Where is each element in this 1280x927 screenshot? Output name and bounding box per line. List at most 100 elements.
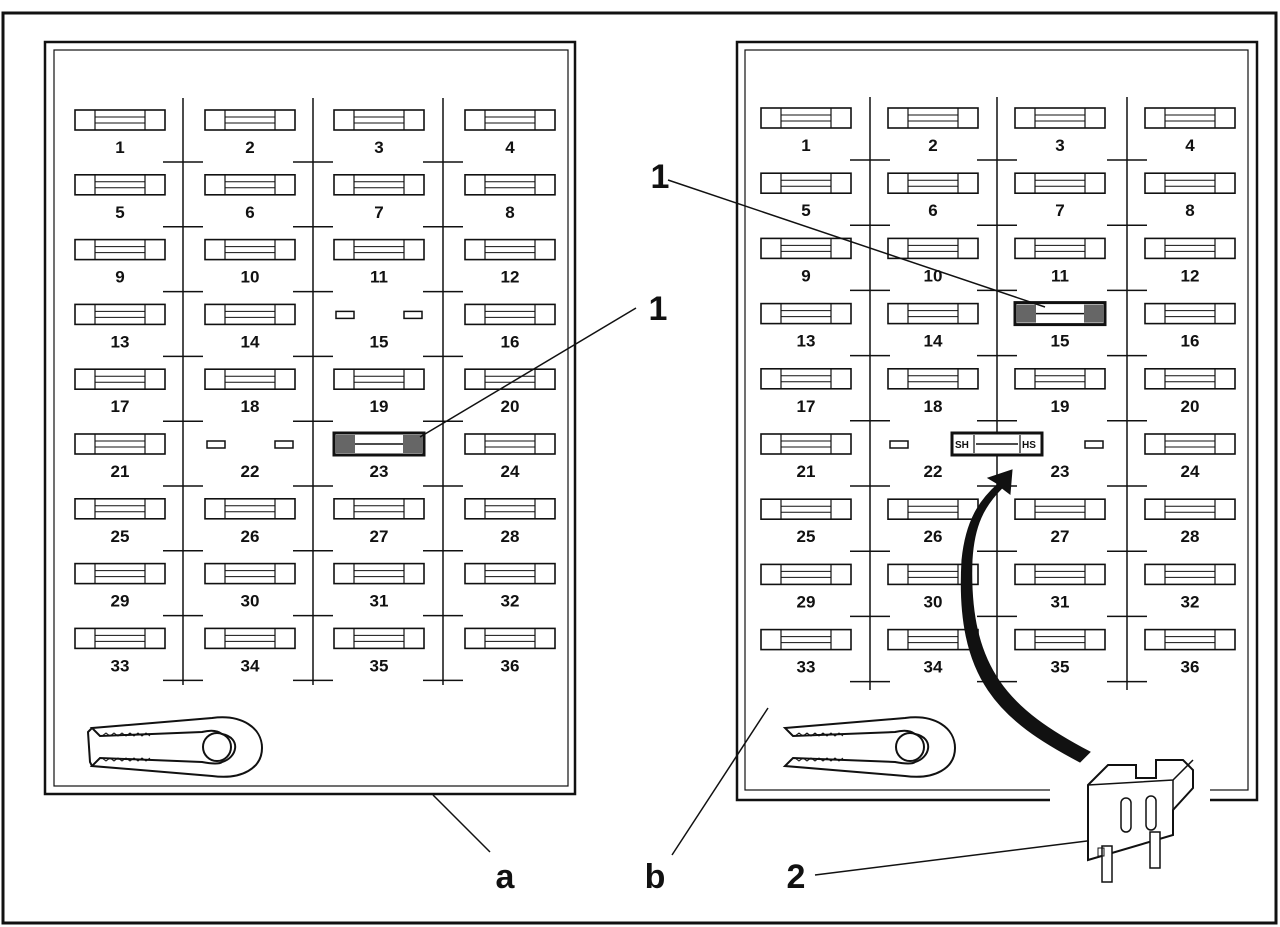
fuse-number: 17 <box>797 397 816 416</box>
fuse-32: 32 <box>464 562 556 611</box>
fuse-32: 32 <box>1144 563 1236 611</box>
callout-1-panel-a: 1 <box>649 290 668 328</box>
fuse-22: 22 <box>206 440 294 481</box>
fuse-30: 30 <box>887 563 979 611</box>
fuse-13: 13 <box>760 302 852 351</box>
panel-b-label: b <box>645 858 666 896</box>
fuse-number: 18 <box>924 397 943 416</box>
fuse-number: 33 <box>111 656 130 675</box>
fuse-2: 2 <box>887 107 979 155</box>
fuse-24: 24 <box>1144 433 1236 481</box>
fuse-16: 16 <box>464 303 556 351</box>
fuse-number: 26 <box>241 527 260 546</box>
fuse-number: 22 <box>241 462 260 481</box>
fuse-number: 25 <box>797 527 816 546</box>
fuse-19: 19 <box>333 368 425 416</box>
fuse-number: 6 <box>245 203 254 222</box>
fuse-25: 25 <box>760 498 852 546</box>
fuse-8: 8 <box>464 174 556 222</box>
fuse-number: 4 <box>1185 136 1195 155</box>
fuse-number: 23 <box>1051 462 1070 481</box>
callout-2: 2 <box>787 858 806 896</box>
fuse-20: 20 <box>1144 367 1236 416</box>
fuse-puller-icon <box>782 716 957 778</box>
bridge-label-left: SH <box>955 440 969 451</box>
fuse-number: 36 <box>1181 658 1200 677</box>
fuse-number: 28 <box>501 527 520 546</box>
fuse-10: 10 <box>887 237 979 285</box>
fuse-1: 1 <box>74 109 166 157</box>
fuse-7: 7 <box>333 174 425 222</box>
fuse-35: 35 <box>1014 628 1106 677</box>
fuse-number: 3 <box>374 138 383 157</box>
fuse-number: 35 <box>1051 658 1070 677</box>
fuse-25: 25 <box>74 497 166 546</box>
fuse-29: 29 <box>74 562 166 611</box>
fuse-number: 11 <box>370 268 388 287</box>
fuse-14: 14 <box>204 303 296 351</box>
fuse-17: 17 <box>74 368 166 416</box>
fuse-number: 34 <box>924 658 943 677</box>
fuse-number: 23 <box>370 462 389 481</box>
fuse-number: 17 <box>111 397 130 416</box>
fuse-20: 20 <box>464 368 556 416</box>
fuse-27: 27 <box>333 497 425 546</box>
fuse-number: 19 <box>370 397 389 416</box>
bridge-fuse-22-23: SH HS <box>950 431 1044 457</box>
fuse-35: 35 <box>333 627 425 675</box>
fuse-number: 7 <box>374 203 383 222</box>
fuse-number: 28 <box>1181 527 1200 546</box>
fuse-18: 18 <box>204 368 296 416</box>
fuse-number: 7 <box>1055 201 1064 220</box>
fuse-number: 30 <box>924 592 943 611</box>
fuse-number: 1 <box>801 136 810 155</box>
fuse-number: 24 <box>501 462 520 481</box>
fuse-36: 36 <box>1144 628 1236 677</box>
fuse-number: 15 <box>1051 332 1070 351</box>
fuse-number: 13 <box>797 332 816 351</box>
fuse-1: 1 <box>760 107 852 155</box>
fuse-33: 33 <box>74 627 166 675</box>
blade-fuse-icon <box>1087 759 1194 883</box>
fuse-number: 33 <box>797 658 816 677</box>
fuse-31: 31 <box>1014 563 1106 611</box>
fuse-number: 34 <box>241 656 260 675</box>
fuse-16: 16 <box>1144 302 1236 351</box>
fuse-4: 4 <box>464 109 556 157</box>
fuse-29: 29 <box>760 563 852 611</box>
fuse-number: 11 <box>1051 266 1069 285</box>
fuse-30: 30 <box>204 562 296 611</box>
fuse-number: 8 <box>505 203 514 222</box>
fuse-number: 8 <box>1185 201 1194 220</box>
fuse-number: 25 <box>111 527 130 546</box>
fuse-number: 29 <box>111 592 130 611</box>
fuse-puller-icon <box>86 716 264 778</box>
fuse-number: 12 <box>501 268 520 287</box>
fuse-number: 31 <box>370 592 389 611</box>
fuse-number: 32 <box>1181 592 1200 611</box>
callout-1-panel-b: 1 <box>651 158 670 196</box>
fuse-number: 5 <box>801 201 810 220</box>
fuse-number: 16 <box>501 332 520 351</box>
fuse-number: 2 <box>245 138 254 157</box>
fuse-10: 10 <box>204 238 296 287</box>
fuse-number: 9 <box>115 268 124 287</box>
fuse-24: 24 <box>464 433 556 481</box>
fuse-number: 2 <box>928 136 937 155</box>
fuse-number: 14 <box>241 332 260 351</box>
fuse-3: 3 <box>333 109 425 157</box>
fuse-number: 6 <box>928 201 937 220</box>
fuse-9: 9 <box>760 237 852 285</box>
fuse-26: 26 <box>887 498 979 546</box>
bridge-label-right: HS <box>1022 440 1036 451</box>
fuse-34: 34 <box>887 628 979 677</box>
fuse-number: 35 <box>370 656 389 675</box>
fuse-2: 2 <box>204 109 296 157</box>
fuse-27: 27 <box>1014 498 1106 546</box>
fuse-number: 13 <box>111 332 130 351</box>
fuse-15: 15 <box>335 310 423 351</box>
fuse-36: 36 <box>464 627 556 675</box>
